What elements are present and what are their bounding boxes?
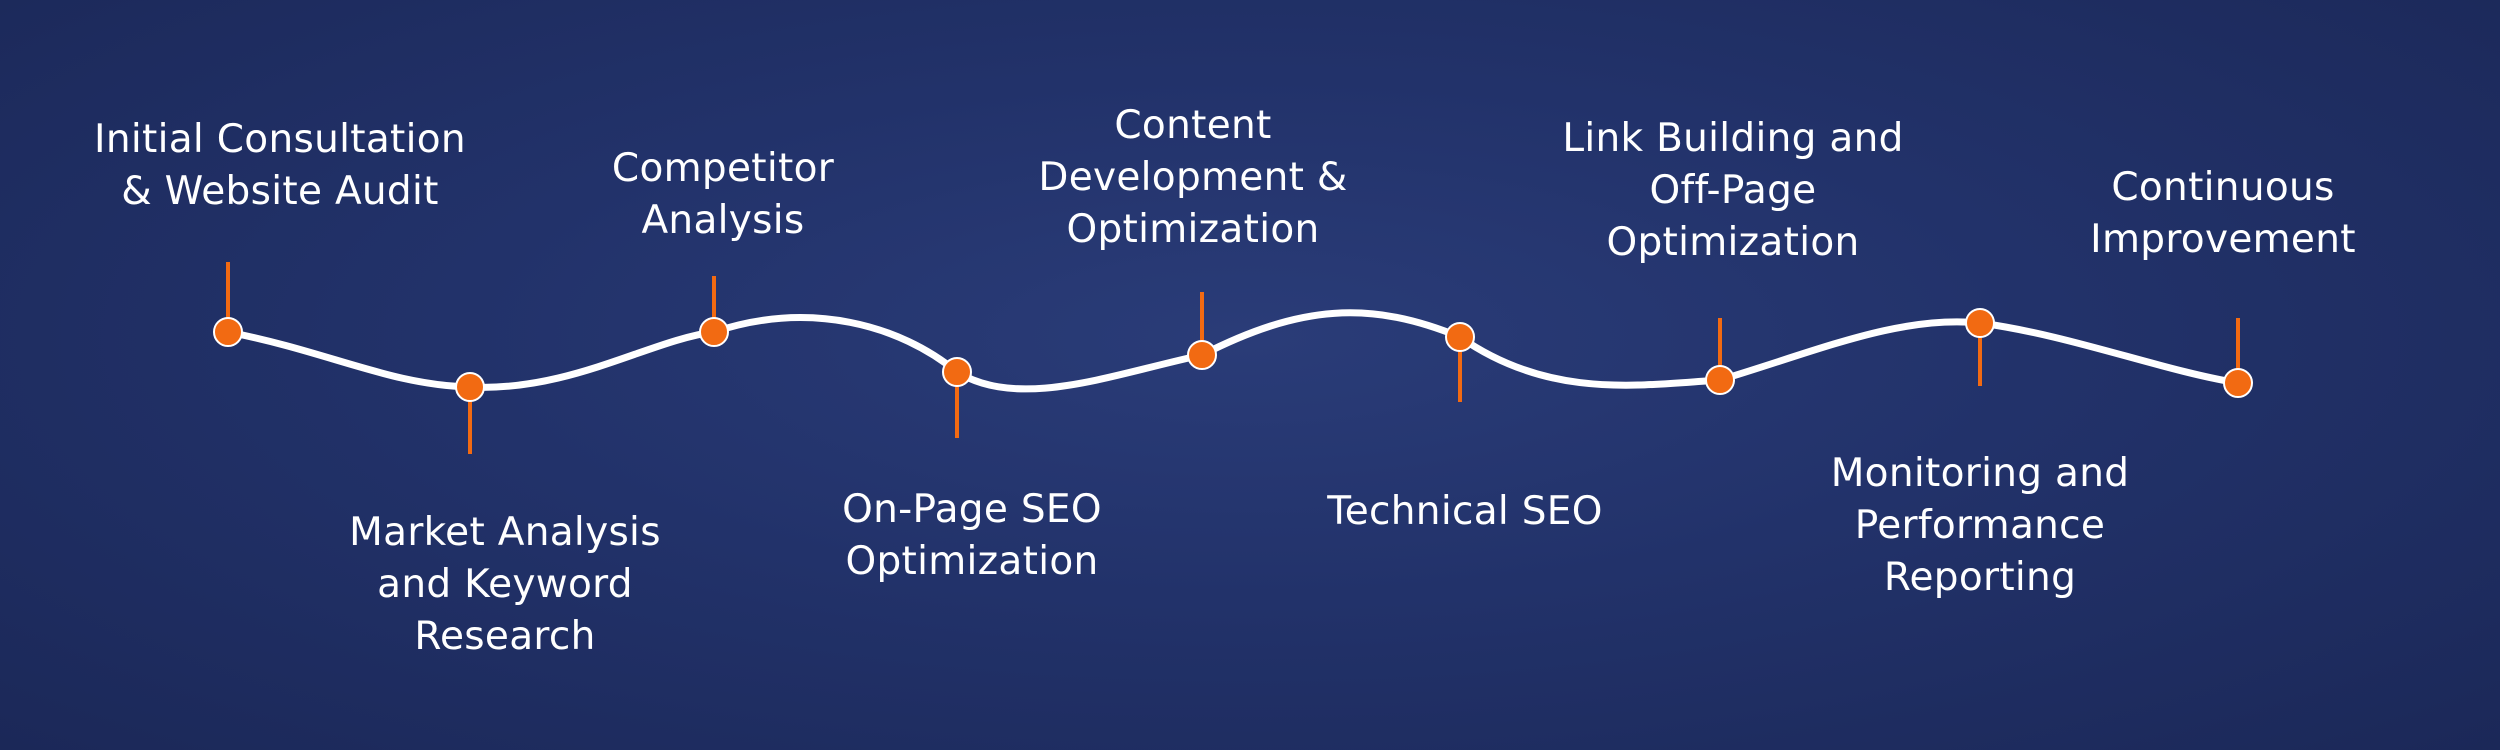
timeline-markers — [213, 262, 2253, 454]
step-label-continuous-improvement: Continuous Improvement — [2090, 165, 2356, 262]
step-label-market-analysis: Market Analysis and Keyword Research — [349, 510, 661, 659]
marker-dot-7 — [1705, 365, 1735, 395]
marker-dot-9 — [2223, 368, 2253, 398]
step-label-content-development: Content Development & Optimization — [1038, 103, 1348, 252]
step-label-on-page-seo: On-Page SEO Optimization — [842, 487, 1102, 584]
step-label-competitor-analysis: Competitor Analysis — [611, 146, 835, 243]
step-label-initial-consultation: Initial Consultation & Website Audit — [94, 117, 466, 214]
marker-dot-4 — [942, 357, 972, 387]
marker-dot-8 — [1965, 308, 1995, 338]
timeline-curve — [224, 309, 2242, 393]
marker-dot-6 — [1445, 322, 1475, 352]
step-label-monitoring-reporting: Monitoring and Performance Reporting — [1830, 451, 2130, 600]
step-label-link-building: Link Building and Off-Page Optimization — [1562, 116, 1904, 265]
marker-dot-3 — [699, 317, 729, 347]
marker-dot-5 — [1187, 340, 1217, 370]
marker-dot-2 — [455, 372, 485, 402]
step-label-technical-seo: Technical SEO — [1327, 489, 1603, 534]
marker-dot-1 — [213, 317, 243, 347]
